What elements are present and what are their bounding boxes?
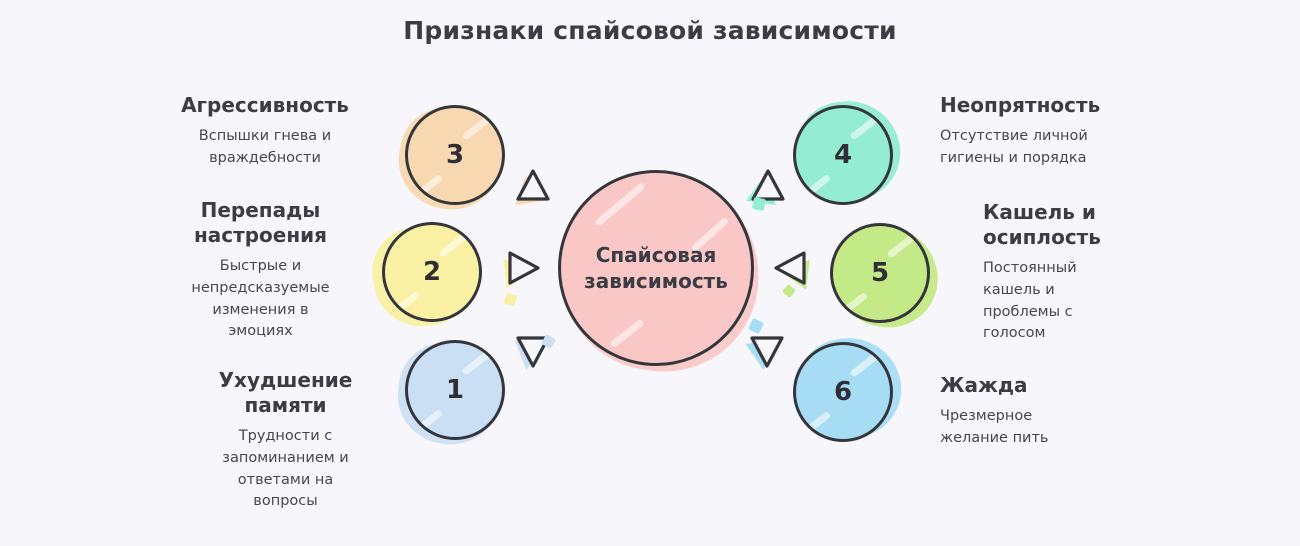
sketch-stroke <box>461 349 493 376</box>
feature-description: Трудности с запоминанием и ответами на в… <box>222 428 349 510</box>
sketch-stroke <box>843 291 869 314</box>
feature-description: Вспышки гнева и враждебности <box>198 128 332 166</box>
item-number: 5 <box>870 258 890 288</box>
item-circle-2: 2 <box>382 222 482 322</box>
arrow-down-icon <box>514 336 550 370</box>
item-circle-3: 3 <box>405 105 505 205</box>
item-number: 6 <box>833 377 853 407</box>
sketch-stroke <box>418 173 444 196</box>
feature-text-4: Неопрятность Отсутствие личной гигиены и… <box>940 93 1140 170</box>
page-title: Признаки спайсовой зависимости <box>403 16 897 45</box>
item-number: 3 <box>445 140 465 170</box>
feature-description: Отсутствие личной гигиены и порядка <box>940 128 1088 166</box>
item-number: 4 <box>833 140 853 170</box>
arrow-up-icon <box>515 169 550 205</box>
sketch-stroke <box>806 410 832 433</box>
feature-text-5: Кашель и осиплость Постоянный кашель и п… <box>983 200 1113 345</box>
arrow-up-icon <box>746 169 785 205</box>
feature-heading: Агрессивность <box>181 93 349 117</box>
sketch-stroke <box>609 318 645 349</box>
feature-heading: Кашель и осиплость <box>983 200 1101 249</box>
feature-description: Постоянный кашель и проблемы с голосом <box>983 260 1077 342</box>
feature-description: Быстрые и непредсказуемые изменения в эм… <box>191 258 330 340</box>
feature-heading: Перепады настроения <box>193 198 328 247</box>
sketch-stroke <box>461 114 493 141</box>
sketch-stroke <box>395 290 421 313</box>
sketch-stroke <box>594 181 646 228</box>
sketch-stroke <box>886 232 918 259</box>
center-circle: Спайсовая зависимость <box>558 170 754 366</box>
sketch-stroke <box>806 173 832 196</box>
arrow-left-icon <box>774 251 810 290</box>
feature-text-2: Перепады настроения Быстрые и непредсказ… <box>168 198 353 343</box>
item-circle-6: 6 <box>793 342 893 442</box>
arrow-right-icon <box>503 251 540 289</box>
feature-heading: Жажда <box>940 373 1028 397</box>
feature-text-6: Жажда Чрезмерное желание пить <box>940 373 1100 450</box>
item-circle-1: 1 <box>405 340 505 440</box>
item-number: 2 <box>422 257 442 287</box>
item-number: 1 <box>445 375 465 405</box>
sketch-stroke <box>438 231 470 258</box>
feature-text-3: Агрессивность Вспышки гнева и враждебнос… <box>150 93 380 170</box>
decorative-speck <box>751 196 767 212</box>
center-label: Спайсовая зависимость <box>584 243 728 293</box>
arrow-down-icon <box>745 336 784 370</box>
item-circle-4: 4 <box>793 105 893 205</box>
feature-heading: Неопрятность <box>940 93 1101 117</box>
decorative-speck <box>503 292 518 307</box>
feature-text-1: Ухудшение памяти Трудности с запоминание… <box>208 368 363 513</box>
feature-description: Чрезмерное желание пить <box>940 408 1049 446</box>
sketch-stroke <box>849 114 881 141</box>
feature-heading: Ухудшение памяти <box>218 368 353 417</box>
sketch-stroke <box>418 408 444 431</box>
item-circle-5: 5 <box>830 223 930 323</box>
sketch-stroke <box>849 351 881 378</box>
